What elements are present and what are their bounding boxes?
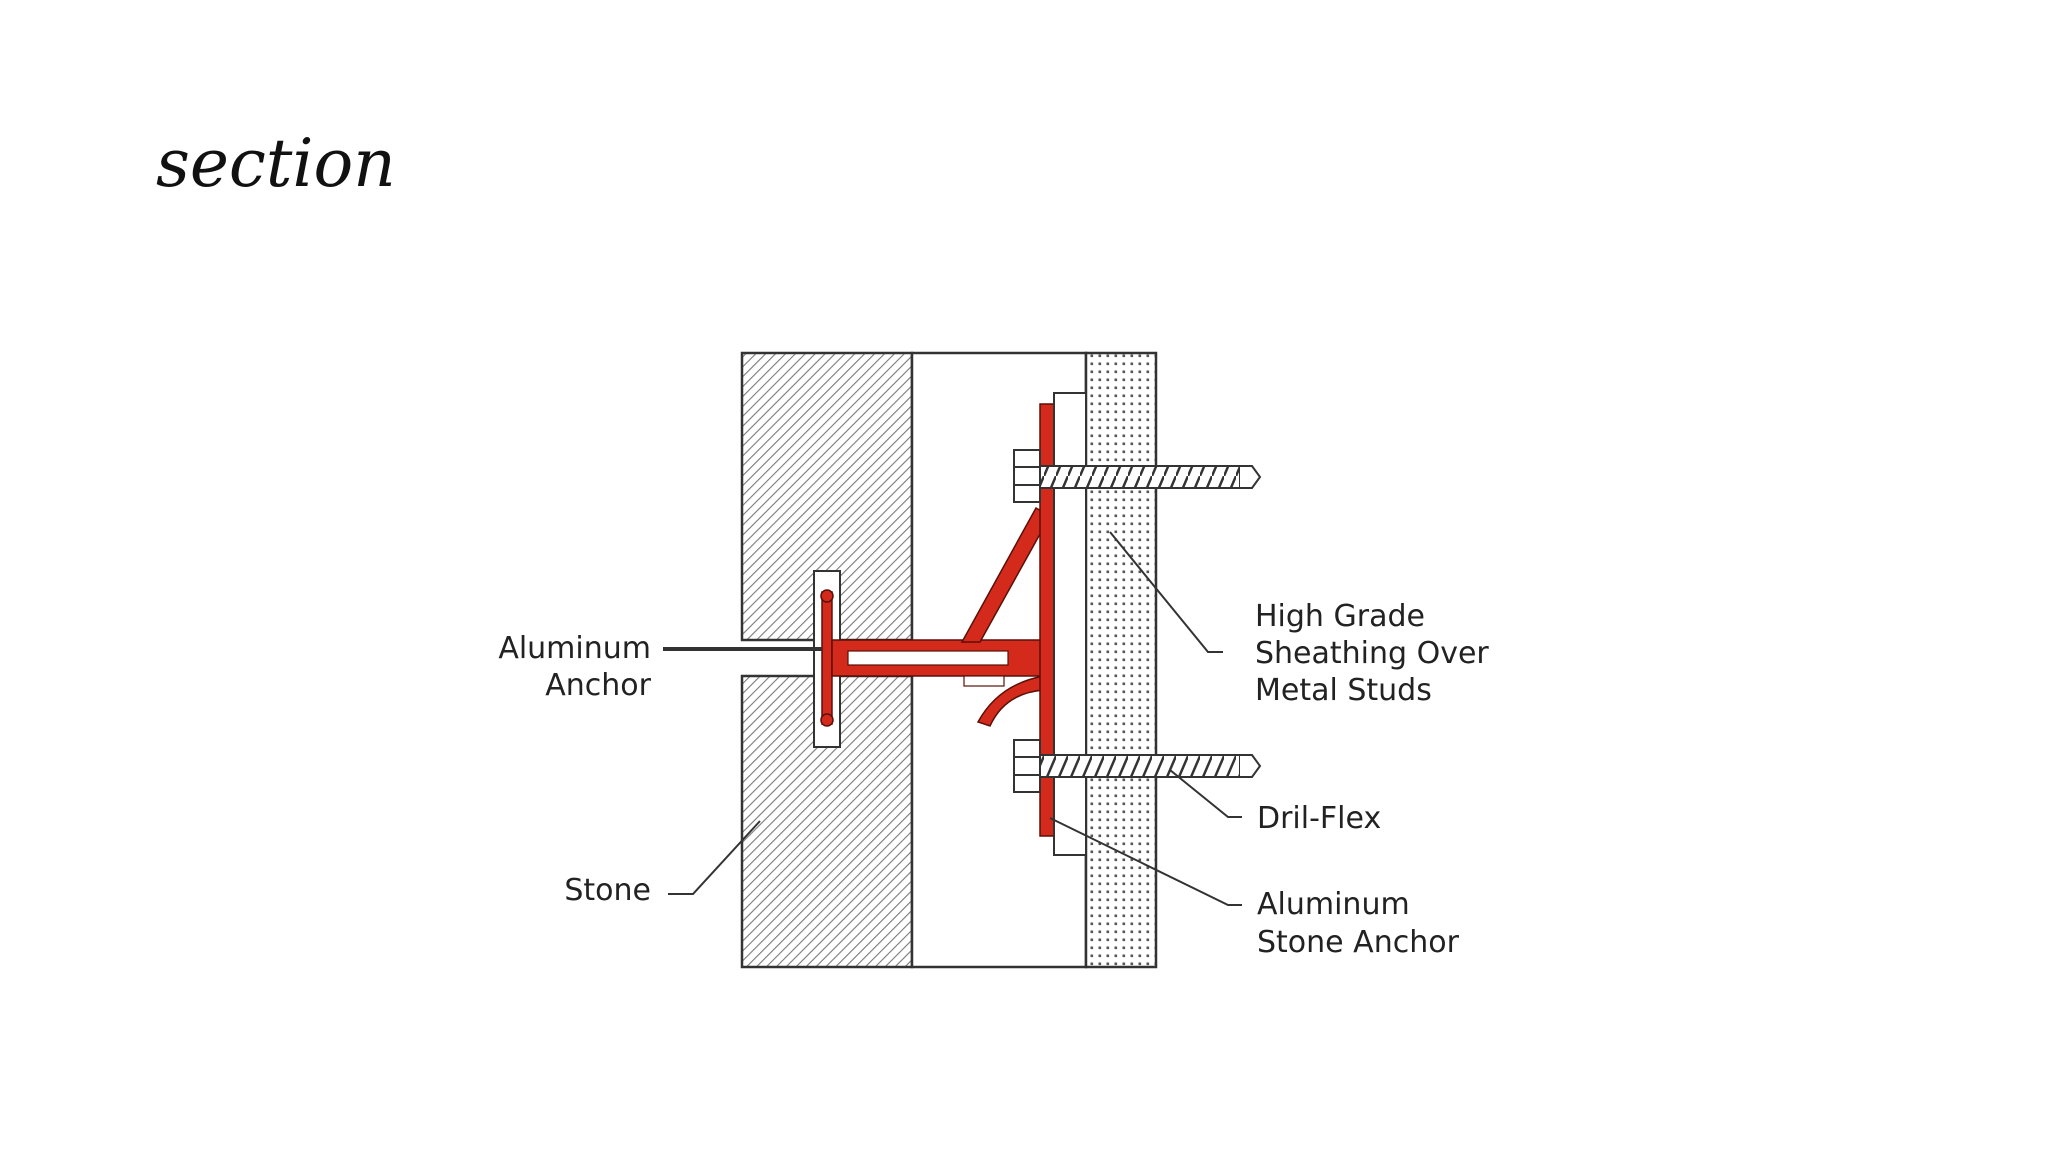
leader-sheathing <box>1109 531 1223 653</box>
label-stone-anchor-line1: Aluminum <box>1257 887 1410 922</box>
label-sheathing-line2: Sheathing Over <box>1255 636 1489 671</box>
label-sheathing-line3: Metal Studs <box>1255 673 1432 708</box>
aluminum-stone-anchor <box>820 403 1055 837</box>
anchor-backing-plate <box>1053 392 1087 856</box>
label-aluminum-anchor-line1: Aluminum <box>498 631 651 666</box>
label-sheathing-line1: High Grade <box>1255 599 1425 634</box>
slide-title: section <box>156 125 396 202</box>
leader-dril-flex <box>1169 769 1242 818</box>
label-dril-flex: Dril-Flex <box>1257 801 1381 836</box>
leader-stone-anchor <box>1049 817 1242 906</box>
sheathing-layer <box>1084 351 1158 969</box>
dril-flex-screw-upper <box>1013 449 1262 503</box>
leader-lines <box>663 531 1242 906</box>
anchor-slots <box>847 650 1009 687</box>
dril-flex-screw-lower <box>1013 739 1262 793</box>
leader-stone <box>668 820 761 895</box>
label-stone-anchor-line2: Stone Anchor <box>1257 925 1460 960</box>
label-stone: Stone <box>564 873 651 908</box>
label-aluminum-anchor-line2: Anchor <box>545 668 651 703</box>
